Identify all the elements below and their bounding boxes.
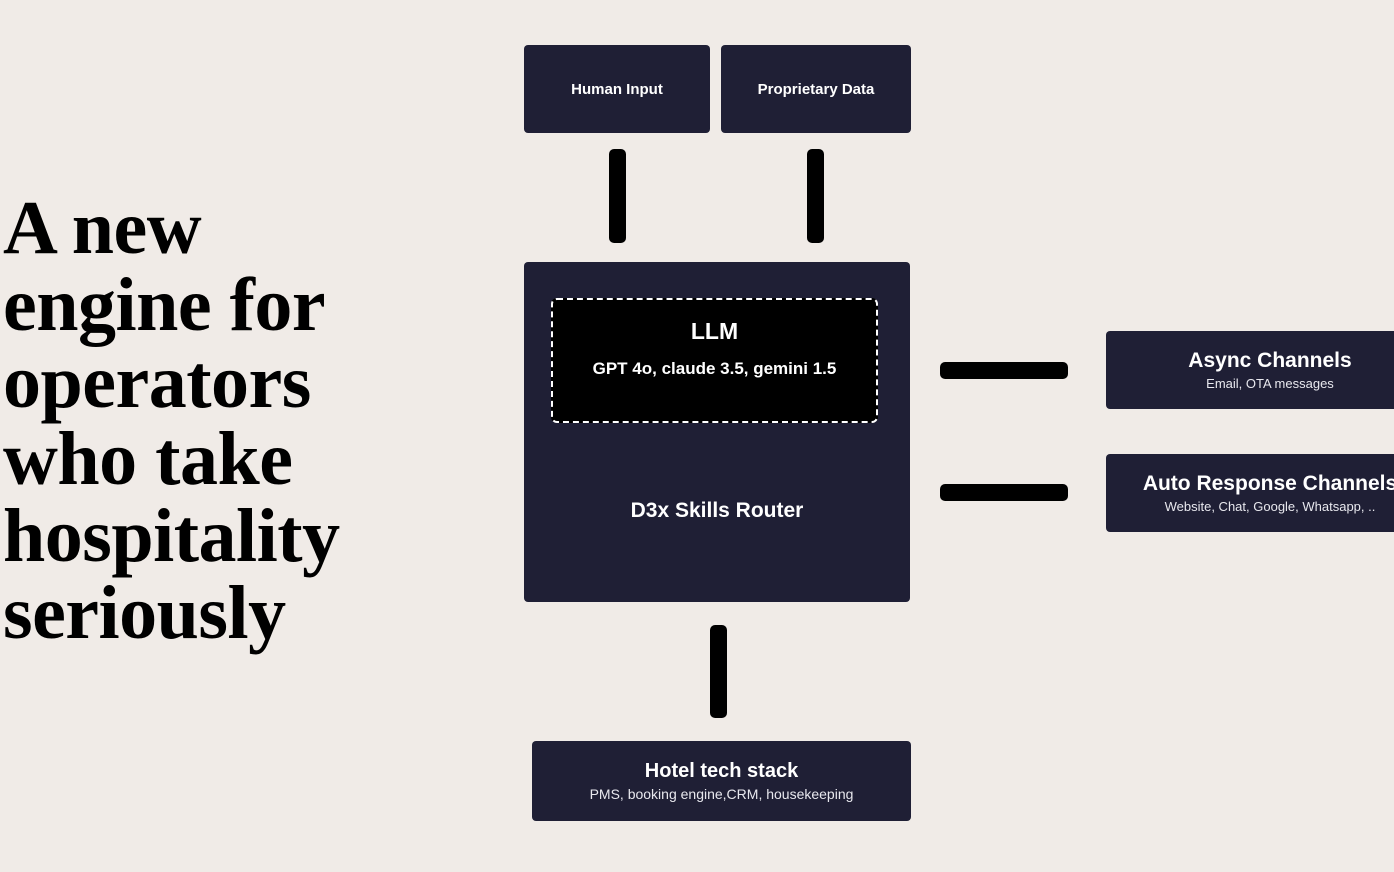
auto-response-channels-title: Auto Response Channels [1142, 472, 1394, 495]
proprietary-data-box: Proprietary Data [721, 45, 911, 133]
human-input-label: Human Input [571, 80, 663, 98]
async-channels-box: Async Channels Email, OTA messages [1106, 331, 1394, 409]
proprietary-data-label: Proprietary Data [757, 80, 875, 98]
connector-human [609, 149, 626, 243]
headline-line: engine for [3, 263, 326, 347]
llm-title: LLM [690, 318, 739, 344]
hotel-tech-stack-title: Hotel tech stack [644, 760, 799, 782]
hotel-tech-stack-subtitle: PMS, booking engine,CRM, housekeeping [589, 786, 854, 802]
async-channels-subtitle: Email, OTA messages [1206, 376, 1334, 391]
connector-stack [710, 625, 727, 718]
auto-response-channels-box: Auto Response Channels Website, Chat, Go… [1106, 454, 1394, 532]
connector-proprietary [807, 149, 824, 243]
llm-box: LLM GPT 4o, claude 3.5, gemini 1.5 [551, 298, 878, 423]
headline-line: operators [3, 340, 311, 424]
headline: A new engine for operators who take hosp… [3, 190, 340, 652]
async-channels-title: Async Channels [1188, 349, 1352, 372]
human-input-box: Human Input [524, 45, 710, 133]
headline-line: hospitality [3, 494, 340, 578]
connector-auto [940, 484, 1068, 501]
connector-async [940, 362, 1068, 379]
headline-line: seriously [3, 571, 286, 655]
headline-line: A new [3, 186, 202, 270]
skills-router-title: D3x Skills Router [630, 499, 804, 522]
llm-models: GPT 4o, claude 3.5, gemini 1.5 [592, 359, 837, 378]
auto-response-channels-subtitle: Website, Chat, Google, Whatsapp, .. [1164, 499, 1376, 514]
headline-line: who take [3, 417, 293, 501]
hotel-tech-stack-box: Hotel tech stack PMS, booking engine,CRM… [532, 741, 911, 821]
